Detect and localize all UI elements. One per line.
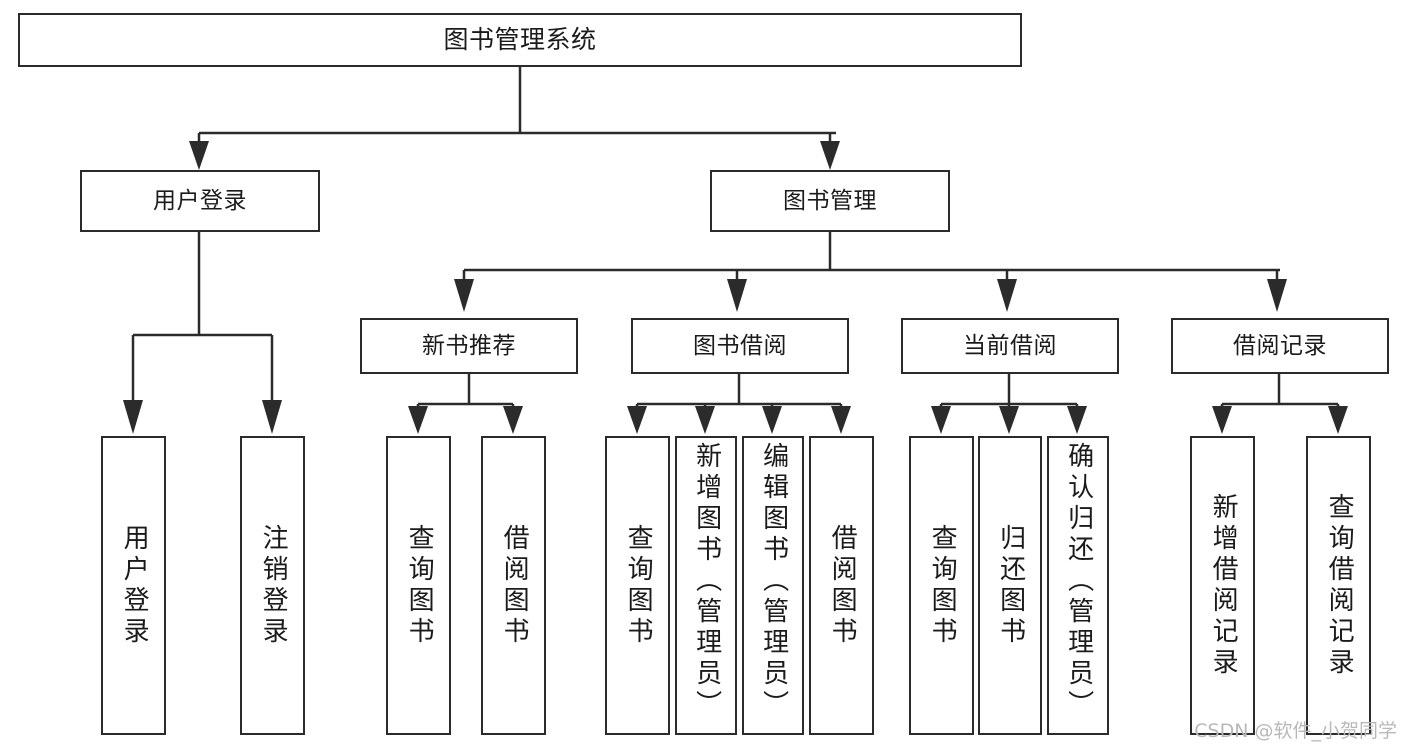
- node-leaf-borrow-book-1[interactable]: 借阅图书: [481, 436, 546, 735]
- node-book-borrow[interactable]: 图书借阅: [631, 318, 849, 374]
- node-new-book-recommend[interactable]: 新书推荐: [360, 318, 578, 374]
- node-borrow-record-label: 借阅记录: [1233, 332, 1327, 359]
- arrow-leaf-add-record: [1212, 406, 1232, 434]
- node-leaf-add-record-label: 新增借阅记录: [1208, 492, 1239, 679]
- node-leaf-borrow-book-2-label: 借阅图书: [827, 523, 858, 648]
- node-root-label: 图书管理系统: [443, 24, 597, 54]
- node-current-borrow[interactable]: 当前借阅: [901, 318, 1119, 374]
- arrow-leaf-query-book-3: [931, 406, 951, 434]
- node-leaf-edit-book[interactable]: 编辑图书（管理员）: [742, 436, 804, 735]
- arrow-new-book-recommend: [454, 279, 474, 312]
- arrow-leaf-query-book-2: [627, 406, 647, 434]
- node-leaf-query-book-3[interactable]: 查询图书: [909, 436, 974, 735]
- node-leaf-query-record-label: 查询借阅记录: [1324, 492, 1355, 679]
- arrow-book-manage: [820, 141, 840, 170]
- node-current-borrow-label: 当前借阅: [963, 332, 1057, 359]
- arrow-leaf-borrow-book-1: [503, 406, 523, 434]
- node-leaf-add-book[interactable]: 新增图书（管理员）: [675, 436, 737, 735]
- arrow-current-borrow: [997, 279, 1017, 312]
- node-root[interactable]: 图书管理系统: [18, 13, 1022, 67]
- node-user-login-label: 用户登录: [153, 187, 247, 214]
- node-leaf-query-book-2[interactable]: 查询图书: [605, 436, 670, 735]
- node-leaf-logout[interactable]: 注销登录: [240, 436, 305, 735]
- node-leaf-borrow-book-1-label: 借阅图书: [499, 523, 530, 648]
- watermark: CSDN @软件_小贺同学: [1194, 720, 1397, 742]
- node-leaf-add-book-label: 新增图书（管理员）: [691, 442, 722, 721]
- node-leaf-borrow-book-2[interactable]: 借阅图书: [809, 436, 874, 735]
- node-leaf-query-book-3-label: 查询图书: [927, 523, 958, 648]
- node-leaf-confirm-return[interactable]: 确认归还（管理员）: [1047, 436, 1109, 735]
- arrow-leaf-logout: [262, 400, 282, 434]
- node-leaf-edit-book-label: 编辑图书（管理员）: [758, 442, 789, 721]
- node-user-login[interactable]: 用户登录: [80, 170, 320, 232]
- arrow-leaf-add-book: [695, 406, 715, 434]
- node-book-manage-label: 图书管理: [783, 187, 877, 214]
- node-leaf-add-record[interactable]: 新增借阅记录: [1190, 436, 1255, 735]
- node-leaf-return-book[interactable]: 归还图书: [978, 436, 1042, 735]
- arrow-leaf-user-login: [123, 400, 143, 434]
- node-leaf-query-book-2-label: 查询图书: [623, 523, 654, 648]
- arrow-leaf-query-record: [1328, 406, 1348, 434]
- node-leaf-user-login-label: 用户登录: [119, 523, 150, 648]
- arrow-leaf-query-book-1: [408, 406, 428, 434]
- node-leaf-query-record[interactable]: 查询借阅记录: [1306, 436, 1371, 735]
- arrow-book-borrow: [727, 279, 747, 312]
- arrow-leaf-return-book: [999, 406, 1019, 434]
- node-leaf-logout-label: 注销登录: [258, 523, 289, 648]
- arrow-leaf-edit-book: [762, 406, 782, 434]
- node-book-manage[interactable]: 图书管理: [710, 170, 950, 232]
- arrow-borrow-record: [1267, 279, 1287, 312]
- node-leaf-return-book-label: 归还图书: [995, 523, 1026, 648]
- node-borrow-record[interactable]: 借阅记录: [1171, 318, 1389, 374]
- arrow-leaf-borrow-book-2: [831, 406, 851, 434]
- node-leaf-query-book-1[interactable]: 查询图书: [386, 436, 451, 735]
- arrow-user-login: [189, 141, 209, 170]
- node-leaf-user-login[interactable]: 用户登录: [101, 436, 166, 735]
- node-leaf-confirm-return-label: 确认归还（管理员）: [1063, 442, 1094, 721]
- node-new-book-recommend-label: 新书推荐: [422, 332, 516, 359]
- node-leaf-query-book-1-label: 查询图书: [404, 523, 435, 648]
- arrow-leaf-confirm-return: [1067, 406, 1087, 434]
- node-book-borrow-label: 图书借阅: [693, 332, 787, 359]
